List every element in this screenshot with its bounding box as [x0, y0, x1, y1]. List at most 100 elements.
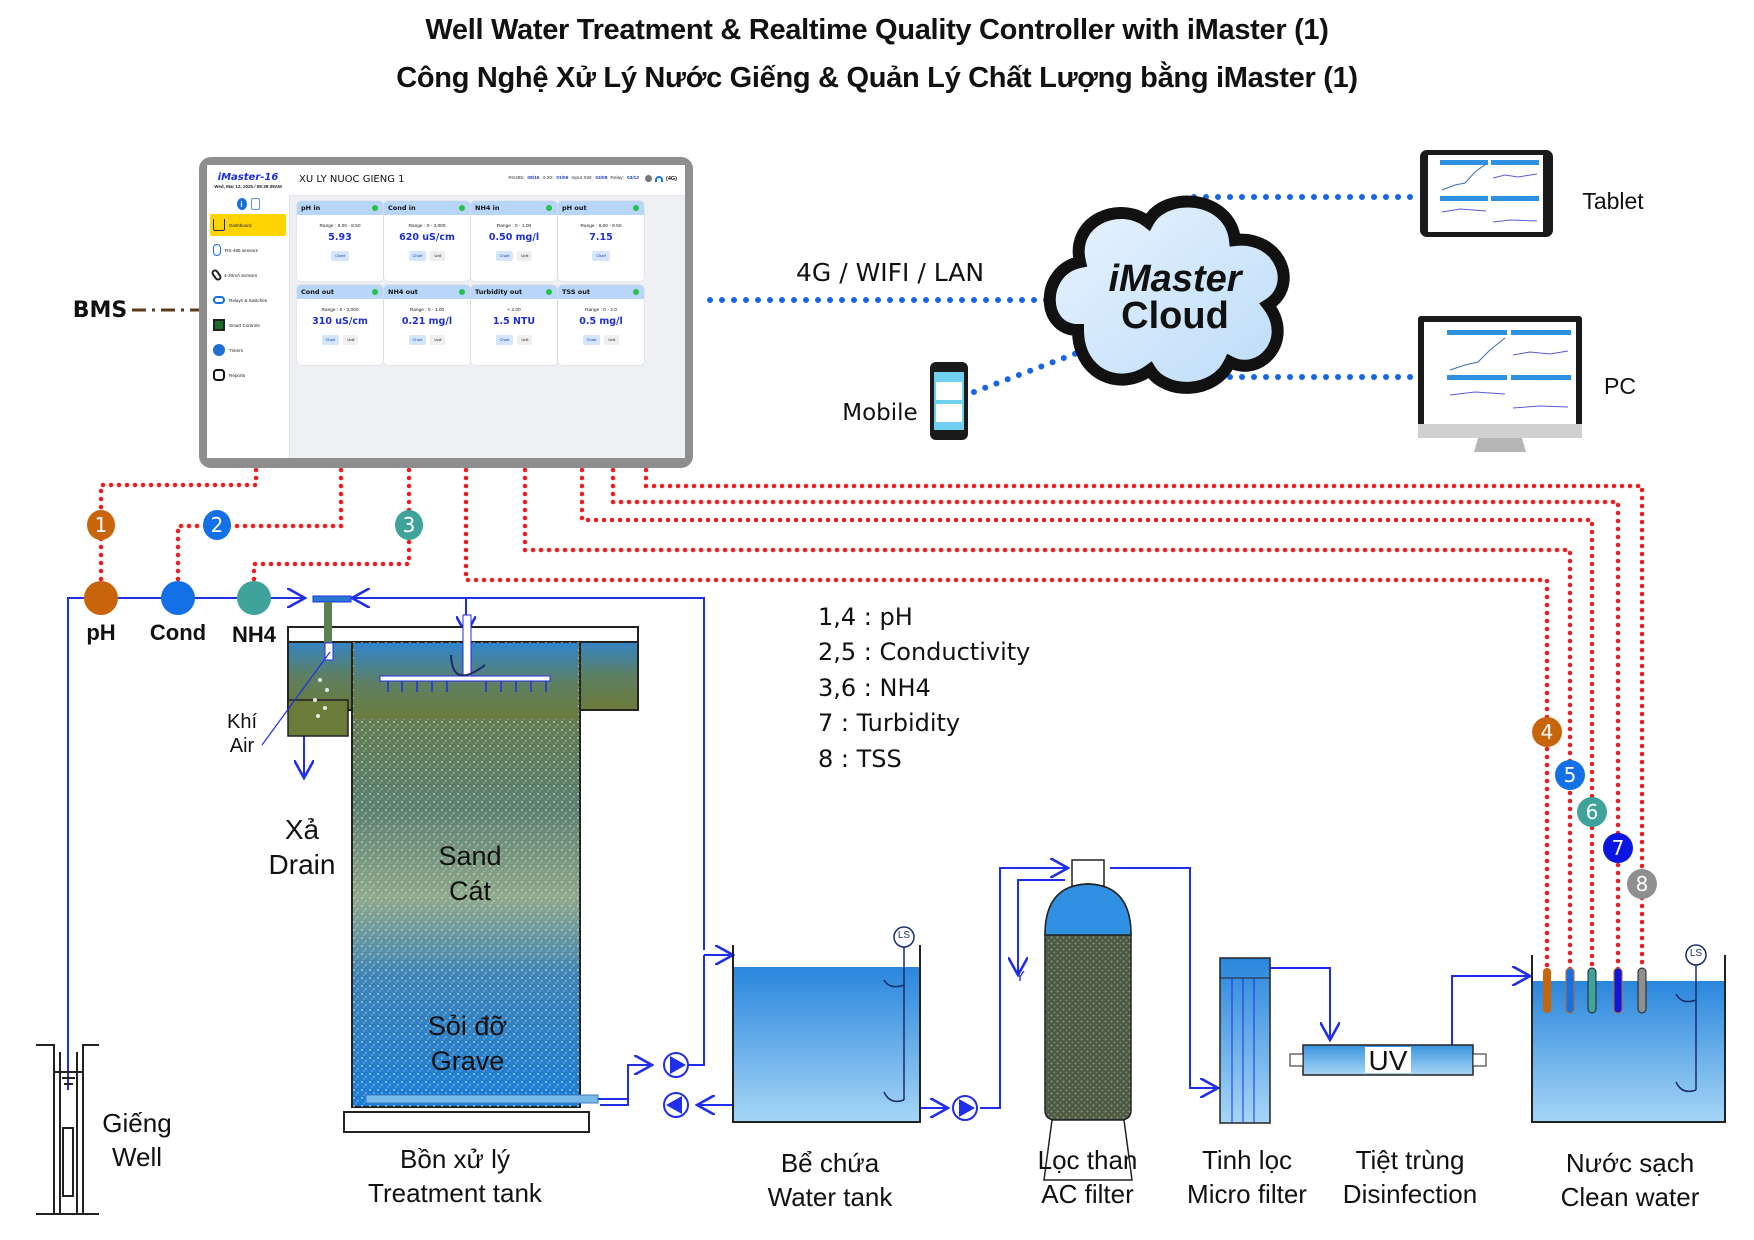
card-header: NH4 in	[471, 201, 557, 215]
sidebar-item-4-20ma-sensors[interactable]: 4-20mA sensors	[210, 264, 286, 286]
pc-label: PC	[1604, 373, 1636, 399]
relay-value: 03/12	[626, 176, 639, 181]
card-title: NH4 in	[475, 204, 500, 212]
title-english: Well Water Treatment & Realtime Quality …	[425, 14, 1329, 46]
sidebar-item-label: Relays & Switches	[229, 297, 268, 303]
chart-button[interactable]: Chart	[495, 335, 514, 345]
card-title: NH4 out	[388, 288, 418, 296]
pc-device[interactable]	[1418, 316, 1582, 452]
sidebar-item-label: Smart Controls	[229, 322, 260, 328]
card-value: 310 uS/cm	[312, 316, 368, 327]
status-dot	[459, 205, 465, 211]
analog-sensor-icon	[210, 268, 223, 282]
pump-return[interactable]	[663, 1052, 689, 1078]
unit-button[interactable]: Unit	[430, 335, 446, 345]
unit-button[interactable]: Unit	[343, 335, 359, 345]
gravel-label-en: Grave	[430, 1046, 505, 1076]
sidebar-item-reports[interactable]: Reports	[210, 364, 286, 386]
chart-button[interactable]: Chart	[408, 251, 427, 261]
uv-sterilizer	[1289, 1044, 1487, 1076]
card-actions: Chart	[297, 251, 383, 261]
timer-icon	[213, 344, 225, 356]
inlet-sensor-cond[interactable]	[161, 581, 195, 615]
card-title: pH in	[301, 204, 321, 212]
unit-button[interactable]: Unit	[517, 251, 533, 261]
unit-button[interactable]: Unit	[430, 251, 446, 261]
sidebar-item-relays-switches[interactable]: Relays & Switches	[210, 289, 286, 311]
stage-disinfection-vi: Tiệt trùng	[1355, 1145, 1465, 1175]
mobile-device[interactable]	[930, 362, 968, 440]
legend-item: 1,4 : pH	[818, 603, 913, 631]
unit-button[interactable]: Unit	[517, 335, 533, 345]
stage-water-tank-vi: Bể chứa	[780, 1148, 880, 1178]
chart-button[interactable]: Chart	[495, 251, 514, 261]
tablet-label: Tablet	[1582, 188, 1644, 214]
card-range: Range : 6.00 - 8.50	[580, 224, 622, 229]
chart-button[interactable]: Chart	[408, 335, 427, 345]
stage-ac-en: AC filter	[1041, 1179, 1134, 1209]
chart-button[interactable]: Chart	[582, 335, 601, 345]
card-value: 620 uS/cm	[399, 232, 455, 243]
sidebar-item-smart-controls[interactable]: Smart Controls	[210, 314, 286, 336]
relay-label: Relay:	[610, 176, 624, 181]
datetime: Wed, Mar 12, 2025 / 08:39:38AM	[214, 184, 282, 189]
micro-filter	[1219, 957, 1271, 1124]
network-link-label: 4G / WIFI / LAN	[795, 258, 985, 287]
unit-button[interactable]: Unit	[604, 335, 620, 345]
network-links	[707, 194, 1421, 395]
sidebar-item-timers[interactable]: Timers	[210, 339, 286, 361]
inlet-sensor-nh4[interactable]	[237, 581, 271, 615]
gravel-label-vi: Sỏi đỡ	[427, 1011, 508, 1041]
sand-label-en: Sand	[438, 841, 502, 871]
sensor-badge-2: 2	[203, 510, 231, 540]
card-title: Cond out	[301, 288, 334, 296]
inlet-sensor-ph[interactable]	[84, 581, 118, 615]
bms-label: BMS	[72, 298, 128, 323]
probe-cond-out	[1565, 967, 1575, 1014]
card-range: Range : 0 - 3,000	[321, 308, 359, 313]
sensor-badge-1: 1	[87, 510, 115, 540]
card-header: pH out	[558, 201, 644, 215]
card-actions: Chart	[558, 251, 644, 261]
card-header: Cond out	[297, 285, 383, 299]
water-tank	[732, 926, 921, 1123]
tablet-device[interactable]	[1420, 150, 1553, 237]
pump-transfer[interactable]	[952, 1095, 978, 1121]
stage-clean-vi: Nước sạch	[1565, 1148, 1695, 1178]
legend-item: 8 : TSS	[818, 745, 902, 773]
legend-item: 7 : Turbidity	[818, 709, 961, 737]
valve-mark: Y	[1014, 968, 1025, 985]
uv-label: UV	[1368, 1045, 1408, 1076]
info-icon[interactable]: i	[236, 198, 247, 210]
cloud-label-line1: iMaster	[1108, 258, 1242, 300]
status-dot	[633, 205, 639, 211]
inlet-pipe	[67, 598, 1530, 1108]
card-value: 0.5 mg/l	[579, 316, 623, 327]
stage-well-en: Well	[111, 1142, 163, 1172]
pump-backwash[interactable]	[663, 1092, 689, 1118]
cloud-label-line2: Cloud	[1121, 295, 1229, 337]
sensor-badge-6: 6	[1577, 797, 1607, 827]
sensor-badge-3: 3	[395, 510, 423, 540]
chart-button[interactable]: Chart	[331, 251, 349, 261]
sidebar-item-rs485-sensors[interactable]: RS-485 sensors	[210, 239, 286, 261]
stage-micro-en: Micro filter	[1187, 1179, 1307, 1209]
card-range: Range : 0 - 1.00	[409, 308, 445, 313]
sidebar-item-dashboard[interactable]: Dashboard	[210, 214, 286, 236]
status-dot	[633, 289, 639, 295]
level-switch-label: LS	[897, 930, 911, 941]
card-title: Cond in	[388, 204, 416, 212]
chart-button[interactable]: Chart	[592, 251, 610, 261]
stage-micro-vi: Tinh lọc	[1201, 1145, 1293, 1175]
chart-button[interactable]: Chart	[321, 335, 340, 345]
card-range: Range : 0 - 2.0	[585, 308, 617, 313]
probe-nh4-out	[1587, 967, 1597, 1014]
logout-icon[interactable]	[250, 198, 260, 210]
cloud	[1043, 195, 1290, 394]
